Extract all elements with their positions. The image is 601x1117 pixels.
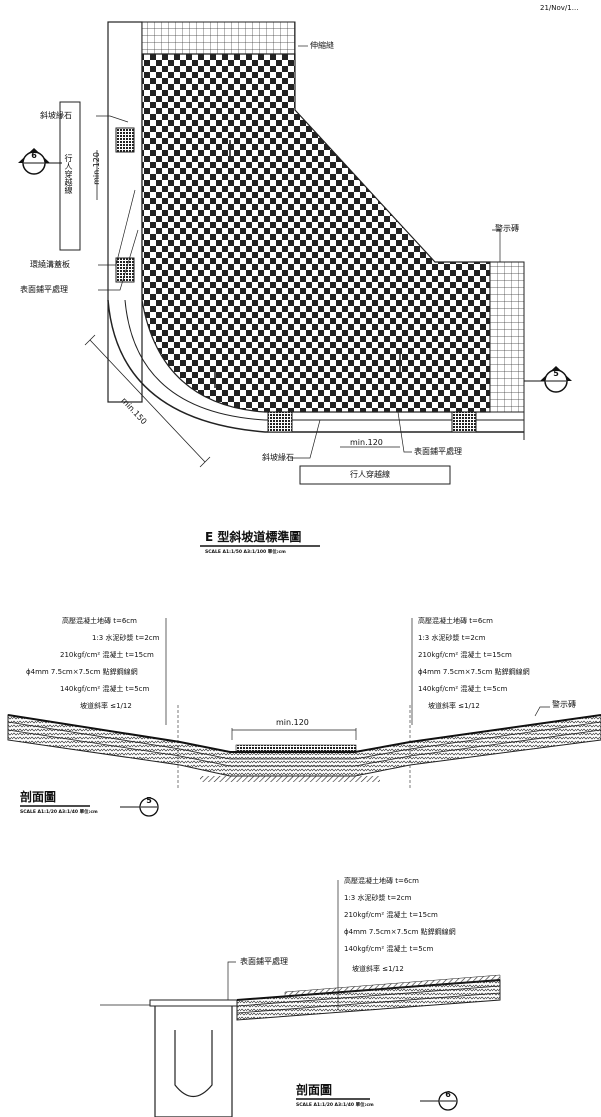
label-warning-tile: 警示磚 [495,224,519,233]
pedestrian-crossing-left [59,101,81,251]
drain-grate [115,257,135,283]
pedestrian-crossing-bottom [299,465,451,485]
s6-callout-3: 210kgf/cm² 混凝土 t=15cm [344,911,438,919]
section5-dim: min.120 [276,718,309,727]
label-slope-curb-left: 斜坡緣石 [40,111,72,120]
callout-right-4: ϕ4mm 7.5cm×7.5cm 點銲鋼線網 [418,668,530,676]
s6-surface-flush: 表面鋪平處理 [240,957,288,966]
section6-scale: SCALE A1:1/20 A3:1/40 單位:cm [296,1103,374,1108]
callout-right-3: 210kgf/cm² 混凝土 t=15cm [418,651,512,659]
section-mark-left-number: 6 [31,151,37,160]
s6-callout-1: 高壓混凝土地磚 t=6cm [344,877,419,885]
section-mark-right-number: 5 [553,369,559,378]
callout-left-4: ϕ4mm 7.5cm×7.5cm 點銲鋼線網 [26,668,138,676]
plan-title: E 型斜坡道標準圖 [205,530,302,544]
section5-scale: SCALE A1:1/20 A3:1/40 單位:cm [20,810,98,815]
plan-view [18,21,572,547]
s6-slope: 坡道斜率 ≤1/12 [352,965,404,973]
dim-min120-left: min.120 [92,152,101,185]
callout-left-1: 高壓混凝土地磚 t=6cm [62,617,137,625]
drain-grate [451,411,477,433]
label-pedestrian-crossing-bottom: 行人穿越線 [350,470,390,479]
corner-reference: 21/Nov/1... [540,4,579,12]
section5-mark-number: 5 [146,796,152,805]
section5-warning-tile: 警示磚 [552,700,576,709]
drain-grate [267,411,293,433]
plan-scale: SCALE A1:1/50 A3:1/100 單位:cm [205,550,286,555]
u-drain [154,1005,233,1117]
drain-grate [115,127,135,153]
slope-left: 坡道斜率 ≤1/12 [80,702,132,710]
s6-callout-2: 1:3 水泥砂漿 t=2cm [344,894,412,902]
callout-left-5: 140kgf/cm² 混凝土 t=5cm [60,685,150,693]
section5-title: 剖面圖 [20,790,57,804]
label-surface-flush-left: 表面鋪平處理 [20,285,68,294]
label-pedestrian-crossing-left: 行人穿越線 [64,154,73,194]
s6-callout-4: ϕ4mm 7.5cm×7.5cm 點銲鋼線網 [344,928,456,936]
left-sidewalk [107,21,143,403]
label-surface-flush-bottom: 表面鋪平處理 [414,447,462,456]
section-5-view [7,618,601,817]
callout-right-2: 1:3 水泥砂漿 t=2cm [418,634,486,642]
callout-right-5: 140kgf/cm² 混凝土 t=5cm [418,685,508,693]
section-6-view [100,880,501,1117]
label-slope-curb-bottom: 斜坡緣石 [262,453,294,462]
callout-left-2: 1:3 水泥砂漿 t=2cm [92,634,160,642]
label-expansion-joint: 伸縮縫 [310,41,334,50]
callout-right-1: 高壓混凝土地磚 t=6cm [418,617,493,625]
callout-left-3: 210kgf/cm² 混凝土 t=15cm [60,651,154,659]
section6-title: 剖面圖 [296,1083,333,1097]
right-tile-grid [489,261,525,413]
curb-arc [107,299,524,433]
dim-min120-bottom: min.120 [350,438,383,447]
section6-mark-number: 6 [445,1090,451,1099]
ramp-paving-checker [141,53,491,413]
top-tile-grid [141,21,296,55]
label-curb-adjust: 環繞溝蓋板 [30,260,70,269]
slope-right: 坡道斜率 ≤1/12 [428,702,480,710]
s6-callout-5: 140kgf/cm² 混凝土 t=5cm [344,945,434,953]
